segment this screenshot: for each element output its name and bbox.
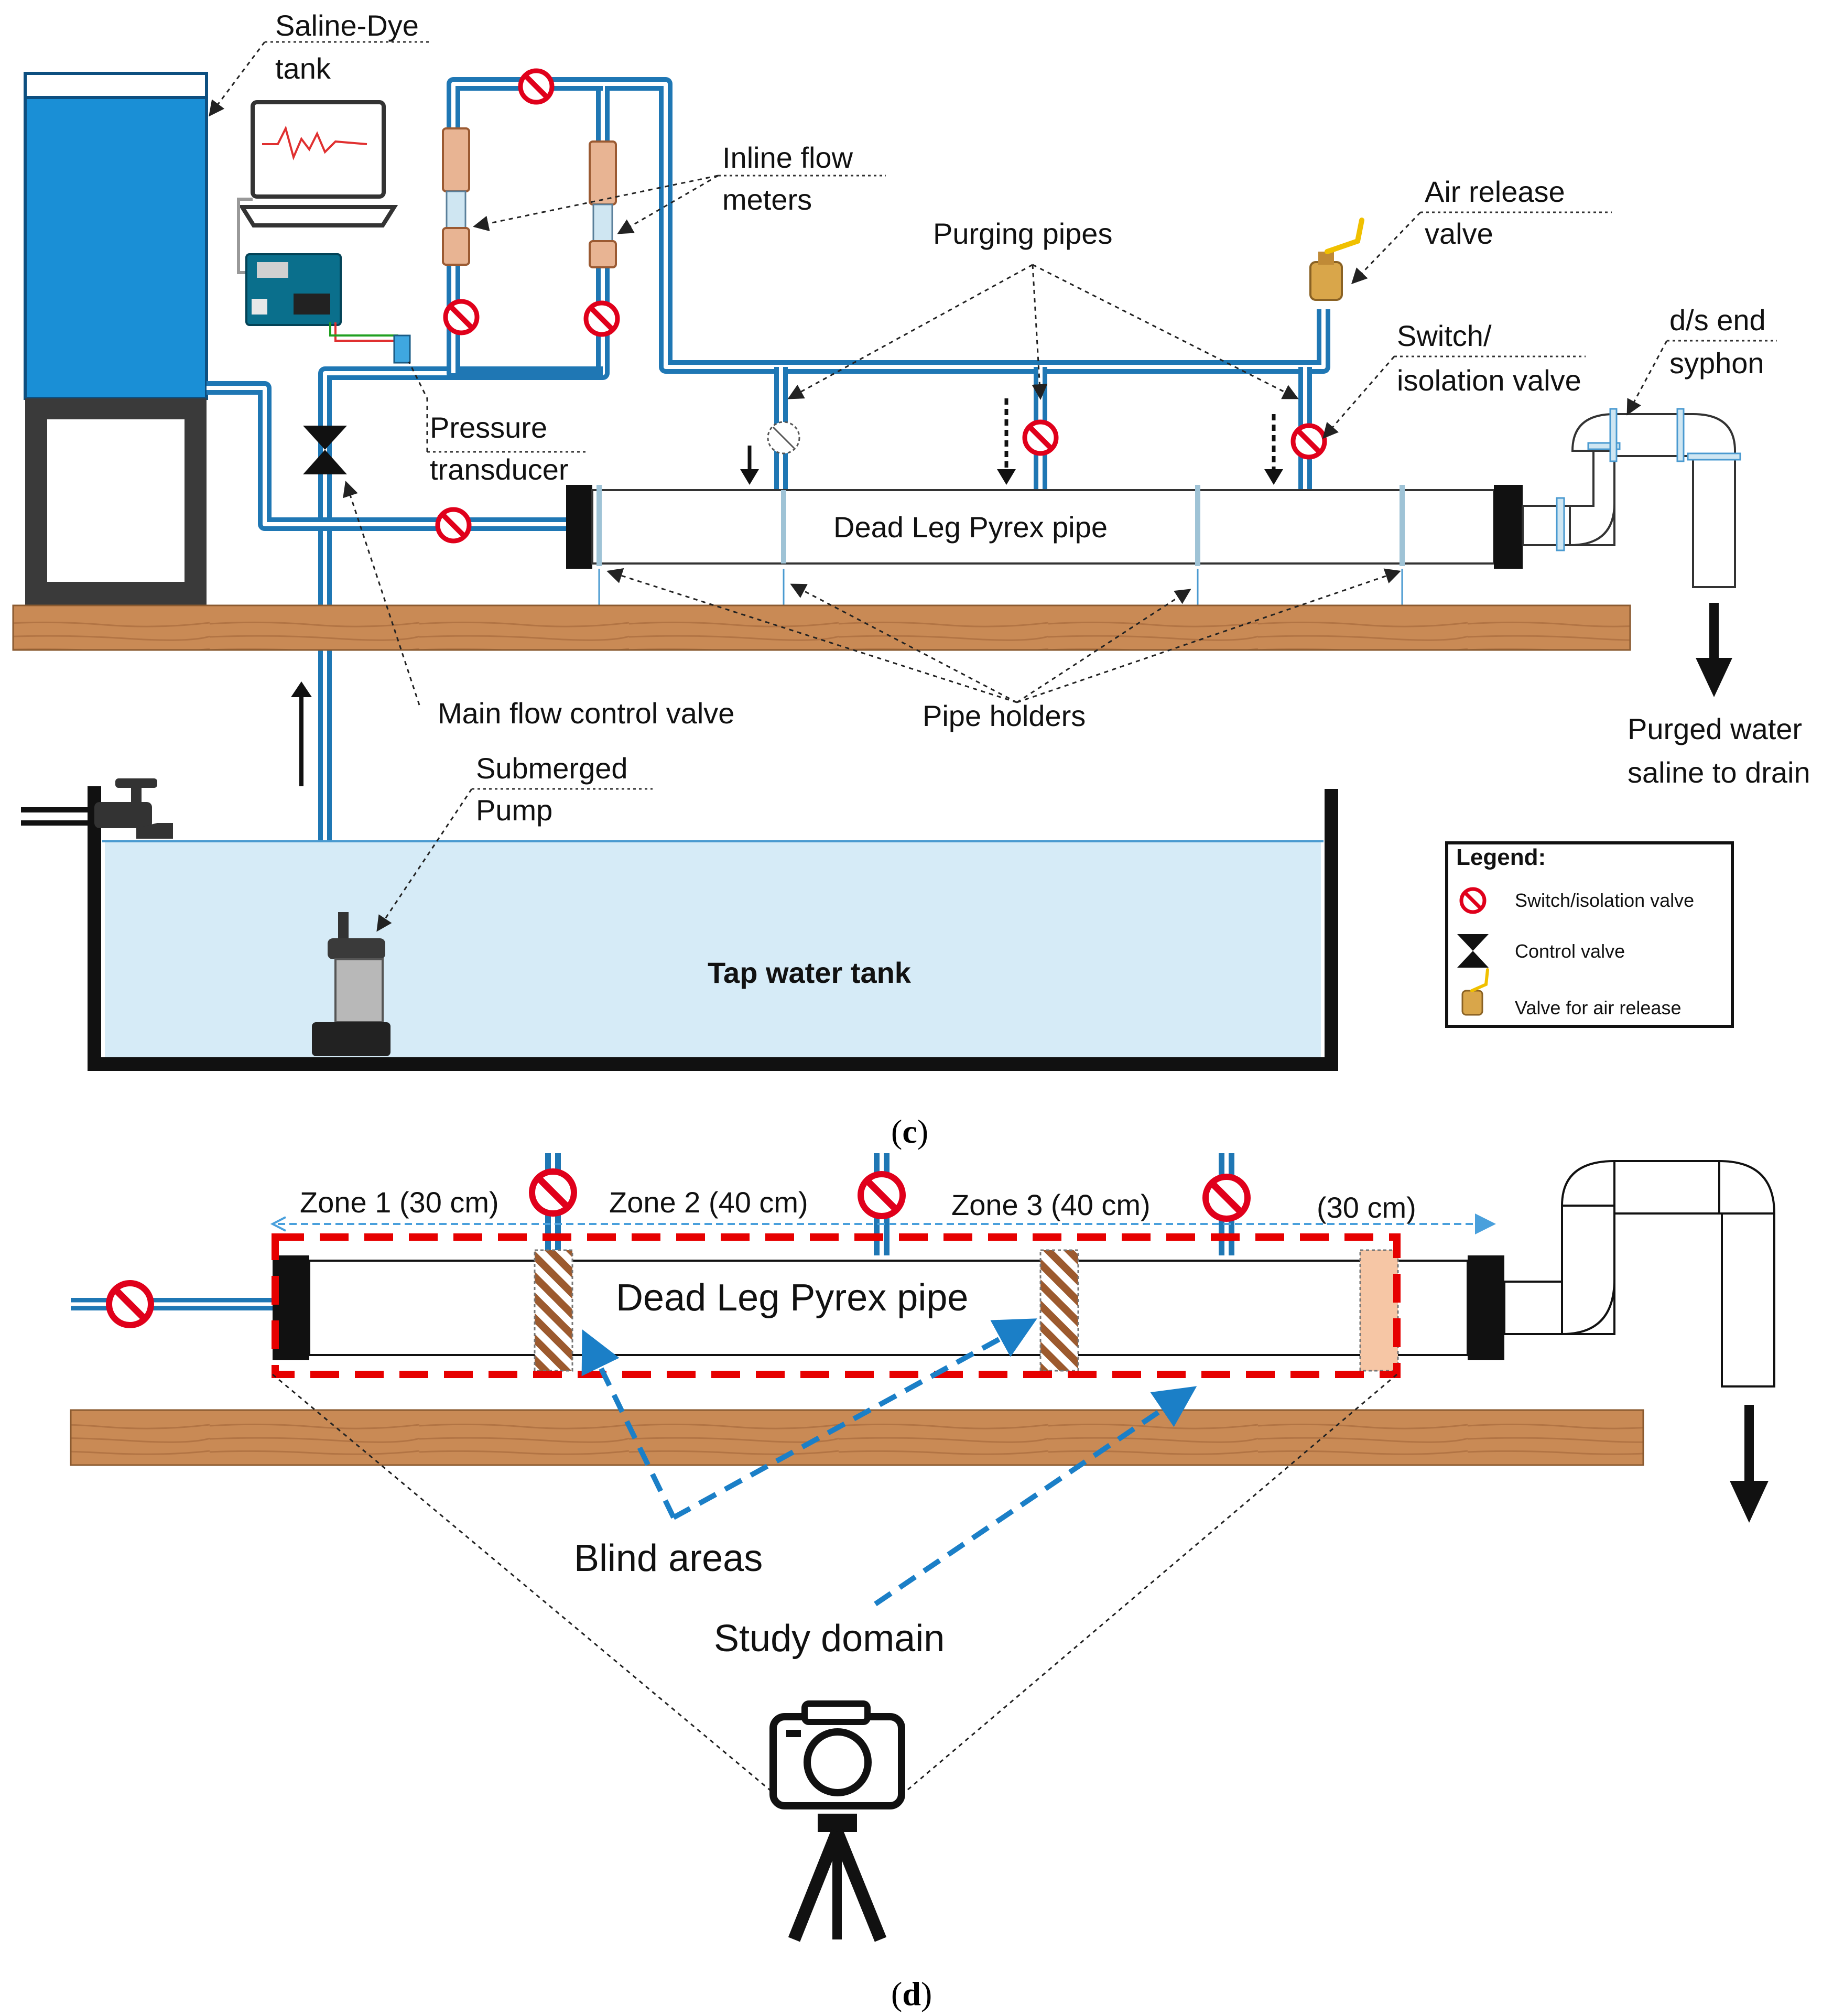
wooden-table [12, 604, 1631, 651]
saline-dye-label-line2: tank [275, 52, 331, 85]
panel-c: Dead Leg Pyrex pipe [12, 9, 1810, 1150]
purged-water-label-line2: saline to drain [1628, 756, 1810, 789]
legend: Legend: Switch/isolation valve Control v… [1445, 841, 1734, 1028]
isolation-valve-inlet [438, 510, 469, 541]
ds-end-label-line2: syphon [1669, 346, 1764, 380]
pipe-holders-label: Pipe holders [923, 699, 1086, 732]
isolation-valve-meter-left [446, 301, 477, 333]
laptop-icon [238, 100, 398, 227]
zone-2-label: Zone 2 (40 cm) [609, 1186, 808, 1219]
air-release-valve-icon [1461, 968, 1489, 1016]
blind-area-1 [534, 1249, 573, 1372]
panel-c-caption-letter: c [902, 1113, 917, 1150]
panel-c-caption: (c) [891, 1113, 928, 1150]
isolation-valve-d-1 [532, 1172, 574, 1213]
inline-flow-meter-left [442, 127, 470, 266]
dead-leg-pipe-label: Dead Leg Pyrex pipe [833, 511, 1108, 544]
blind-areas-arrows [581, 1318, 1197, 1607]
legend-item-air-release-valve: Valve for air release [1515, 997, 1681, 1018]
legend-item-control-valve: Control valve [1515, 940, 1625, 962]
switch-label-line2: isolation valve [1397, 364, 1581, 397]
submerged-pump-icon [312, 912, 391, 1056]
study-domain-label: Study domain [714, 1618, 945, 1660]
isolation-valve-purge-2 [1025, 422, 1056, 453]
submerged-pump-label-line2: Pump [476, 794, 552, 827]
isolation-valve-inlet-d [109, 1283, 151, 1325]
inline-flow-label-line2: meters [722, 183, 812, 216]
dead-leg-pipe-d [273, 1249, 1504, 1372]
isolation-valve-top [520, 71, 552, 102]
pressure-transducer-icon [393, 334, 411, 364]
camera-view-line-right [904, 1373, 1397, 1794]
blind-area-2 [1039, 1249, 1079, 1372]
drain-arrow-d [1730, 1405, 1769, 1523]
pressure-transducer-label-line1: Pressure [430, 411, 547, 444]
ds-end-label-line1: d/s end [1669, 304, 1766, 337]
dead-leg-pipe [566, 485, 1523, 605]
camera-icon [769, 1700, 905, 1809]
air-release-label-line1: Air release [1425, 175, 1565, 208]
isolation-valve-d-3 [1206, 1177, 1248, 1219]
isolation-valve-d-2 [861, 1174, 903, 1216]
wooden-table-d [70, 1409, 1644, 1466]
air-release-label-line2: valve [1425, 217, 1493, 250]
flow-arrows [291, 398, 1732, 786]
ds-end-syphon-icon [1522, 408, 1741, 588]
panel-d-caption: (d) [891, 1975, 932, 2012]
panel-d-caption-letter: d [902, 1975, 921, 2012]
legend-title: Legend: [1456, 844, 1546, 870]
saline-dye-label-line1: Saline-Dye [275, 9, 419, 42]
blind-areas-label: Blind areas [574, 1537, 763, 1579]
zone-dimension-line [270, 1213, 1496, 1234]
main-flow-control-label: Main flow control valve [438, 697, 734, 730]
isolation-valve-purge-3 [1293, 426, 1325, 457]
isolation-valve-icon [1459, 887, 1487, 914]
switch-label-line1: Switch/ [1397, 319, 1492, 352]
tripod-icon [788, 1814, 887, 1942]
zone-4-label: (30 cm) [1317, 1191, 1416, 1224]
legend-item-isolation-valve: Switch/isolation valve [1515, 890, 1694, 911]
control-valve-icon [303, 426, 347, 474]
study-domain-box [272, 1233, 1401, 1378]
control-valve-icon [1457, 934, 1489, 968]
purging-pipes-label: Purging pipes [933, 217, 1112, 250]
isolation-valve-meter-right [586, 303, 617, 334]
tap-water-tank [88, 786, 1338, 1071]
pressure-transducer-label-line2: transducer [430, 453, 569, 486]
faucet-icon [21, 778, 173, 839]
saline-dye-tank [24, 72, 208, 605]
zone-1-label: Zone 1 (30 cm) [300, 1186, 499, 1219]
air-release-valve-icon [1309, 218, 1364, 301]
tap-water-tank-label: Tap water tank [708, 956, 912, 989]
panel-d: Zone 1 (30 cm) Zone 2 (40 cm) Zone 3 (40… [70, 1153, 1775, 2012]
inline-flow-meter-right [589, 140, 617, 268]
ds-end-syphon-outline [1503, 1160, 1775, 1388]
inline-flow-label-line1: Inline flow [722, 141, 853, 174]
submerged-pump-label-line1: Submerged [476, 752, 628, 785]
isolation-valve-purge-1-faint [767, 421, 800, 454]
zone-3-label: Zone 3 (40 cm) [951, 1188, 1151, 1221]
arduino-board-icon [237, 198, 398, 342]
blind-area-3 [1359, 1249, 1399, 1372]
purged-water-label-line1: Purged water [1628, 712, 1802, 745]
dead-leg-pipe-d-label: Dead Leg Pyrex pipe [616, 1277, 968, 1319]
